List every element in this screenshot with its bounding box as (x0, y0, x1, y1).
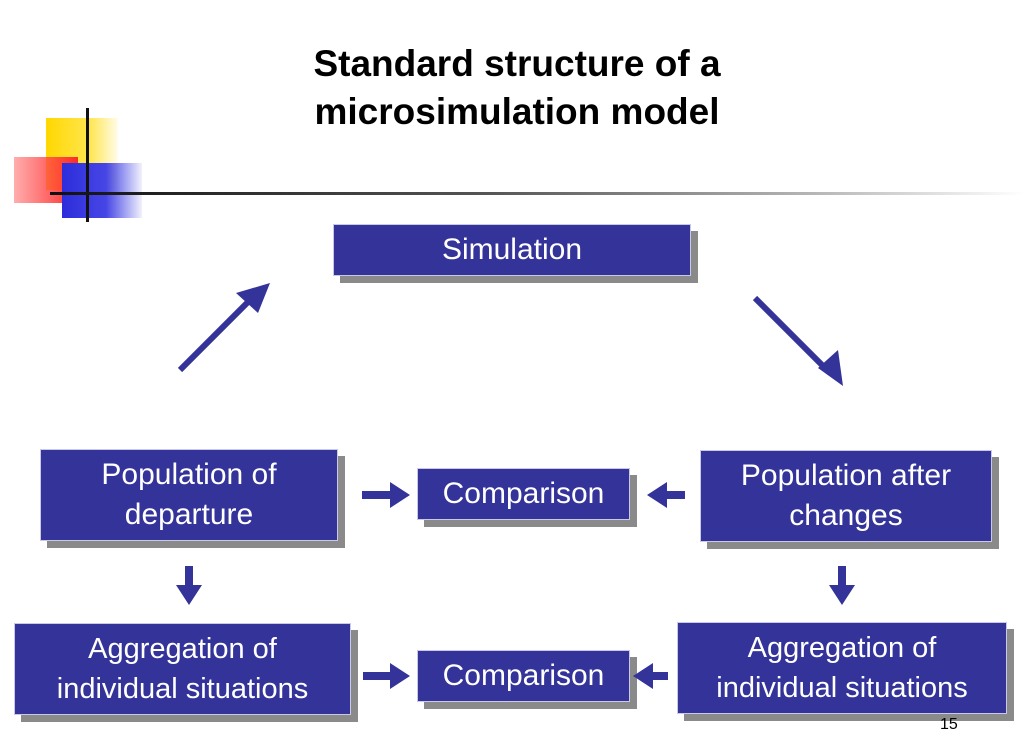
aggregation-left-box: Aggregation of individual situations (14, 623, 351, 715)
arrow-aggregation-left-to-comparison (363, 663, 410, 689)
aggregation-right-line-1: Aggregation of (747, 632, 937, 664)
decor-horizontal-line (50, 192, 1024, 195)
arrow-departure-to-comparison (362, 482, 410, 508)
arrow-after-to-aggregation (829, 566, 855, 605)
aggregation-right-box: Aggregation of individual situations (677, 622, 1007, 714)
population-after-box: Population after changes (700, 450, 992, 542)
population-departure-box: Population of departure (40, 449, 338, 541)
population-departure-line-2: departure (124, 498, 254, 531)
page-number: 15 (940, 716, 958, 733)
slide-title-line-2: microsimulation model (314, 91, 720, 132)
population-after-line-2: changes (789, 499, 903, 532)
simulation-label: Simulation (441, 233, 583, 266)
aggregation-left-line-2: individual situations (56, 673, 309, 705)
decor-blue-square (62, 163, 142, 218)
slide-title-line-1: Standard structure of a (313, 43, 721, 84)
comparison-bottom-box: Comparison (417, 650, 630, 702)
arrow-from-simulation (752, 295, 843, 386)
comparison-top-box: Comparison (417, 468, 630, 520)
aggregation-left-line-1: Aggregation of (88, 633, 277, 665)
slide-title: Standard structure of a microsimulation … (200, 40, 834, 136)
simulation-box: Simulation (333, 224, 691, 276)
population-after-line-1: Population after (740, 459, 952, 492)
arrow-to-simulation (177, 283, 270, 373)
decor-vertical-line (86, 108, 89, 222)
comparison-top-label: Comparison (442, 477, 605, 510)
arrow-aggregation-right-to-comparison (633, 663, 668, 689)
aggregation-right-line-2: individual situations (716, 672, 968, 704)
arrow-departure-to-aggregation (176, 566, 202, 605)
arrow-after-to-comparison (647, 482, 685, 508)
population-departure-line-1: Population of (101, 458, 277, 491)
comparison-bottom-label: Comparison (442, 659, 605, 692)
